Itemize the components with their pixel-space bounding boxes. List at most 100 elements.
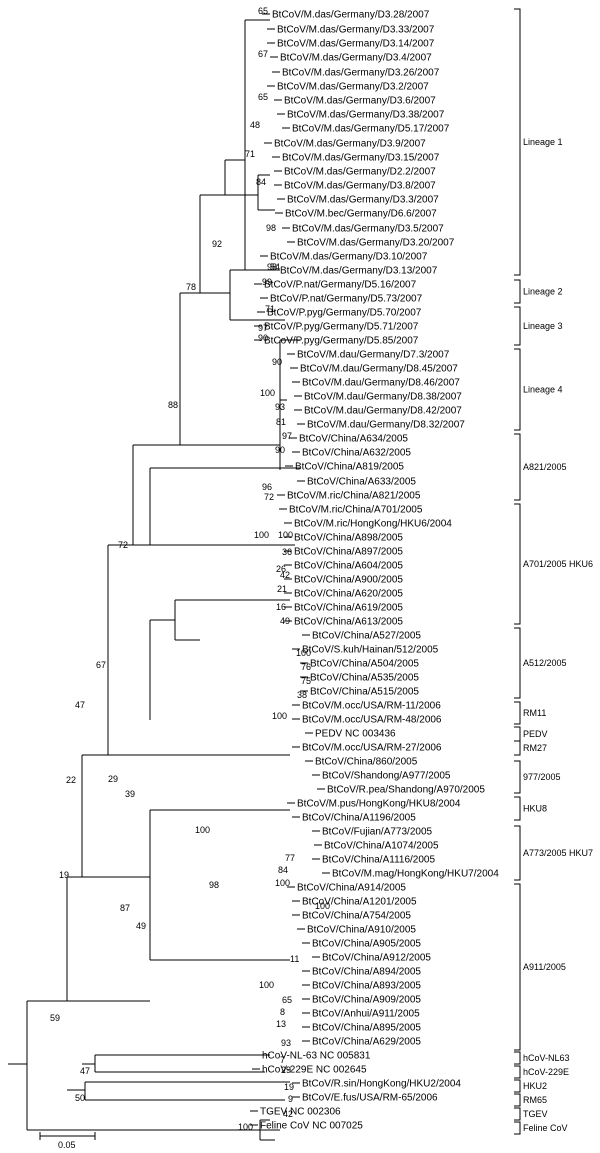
bootstrap-value: 72 — [118, 540, 128, 550]
clade-label: A701/2005 HKU6 — [523, 559, 593, 569]
bootstrap-value: 48 — [250, 120, 260, 130]
bootstrap-value: 100 — [296, 648, 311, 658]
leaf-label: BtCoV/M.dau/Germany/D8.46/2007 — [302, 378, 460, 389]
bootstrap-value: 97 — [258, 323, 268, 333]
bootstrap-labels: 6567654871849854989971979092788890100938… — [50, 6, 330, 1132]
clade-label: A512/2005 — [523, 658, 567, 668]
bootstrap-value: 22 — [66, 775, 76, 785]
bootstrap-value: 75 — [301, 676, 311, 686]
leaf-label: BtCoV/M.das/Germany/D3.4/2007 — [280, 53, 432, 64]
bootstrap-value: 29 — [108, 774, 118, 784]
clade-label: Lineage 1 — [523, 137, 563, 147]
bootstrap-value: 90 — [275, 445, 285, 455]
bootstrap-value: 42 — [283, 1109, 293, 1119]
bootstrap-value: 90 — [258, 333, 268, 343]
clade-label: A773/2005 HKU7 — [523, 848, 593, 858]
bootstrap-value: 47 — [80, 1066, 90, 1076]
bootstrap-value: 100 — [278, 530, 293, 540]
leaf-label: BtCoV/M.das/Germany/D3.2/2007 — [277, 82, 429, 93]
clade-label: Lineage 4 — [523, 385, 563, 395]
clade-label: hCoV-NL63 — [523, 1053, 570, 1063]
clade-label: Lineage 3 — [523, 321, 563, 331]
leaf-label: BtCoV/R.pea/Shandong/A970/2005 — [327, 785, 485, 796]
bootstrap-value: 99 — [262, 277, 272, 287]
leaf-label: BtCoV/M.das/Germany/D3.38/2007 — [287, 110, 445, 121]
bootstrap-value: 39 — [125, 789, 135, 799]
leaf-label: BtCoV/M.dau/Germany/D8.42/2007 — [304, 406, 462, 417]
leaf-label: BtCoV/M.occ/USA/RM-11/2006 — [302, 701, 441, 712]
bootstrap-value: 8 — [280, 1007, 285, 1017]
clade-label: A911/2005 — [523, 962, 566, 972]
bootstrap-value: 47 — [75, 700, 85, 710]
leaf-label: BtCoV/M.ric/China/A701/2005 — [289, 505, 423, 516]
leaf-label: BtCoV/M.dau/Germany/D8.45/2007 — [300, 364, 458, 375]
bootstrap-value: 19 — [59, 870, 69, 880]
leaf-label: BtCoV/M.pus/HongKong/HKU8/2004 — [297, 799, 461, 810]
bootstrap-value: 65 — [258, 92, 268, 102]
bootstrap-value: 19 — [284, 1082, 294, 1092]
leaf-label: BtCoV/China/A912/2005 — [322, 953, 431, 964]
leaf-label: BtCoV/China/A634/2005 — [299, 434, 408, 445]
bootstrap-value: 98 — [209, 880, 219, 890]
leaf-label: BtCoV/M.mag/HongKong/HKU7/2004 — [332, 869, 499, 880]
leaf-label: BtCoV/China/A1116/2005 — [322, 855, 435, 866]
bootstrap-value: 72 — [264, 492, 274, 502]
bootstrap-value: 71 — [245, 149, 255, 159]
leaf-label: BtCoV/M.das/Germany/D3.13/2007 — [280, 266, 438, 277]
clade-brackets — [514, 8, 521, 1135]
clade-label: RM27 — [523, 743, 547, 753]
clade-label: RM11 — [523, 708, 546, 718]
leaf-label: BtCoV/R.sin/HongKong/HKU2/2004 — [302, 1079, 461, 1090]
bootstrap-value: 13 — [276, 1019, 286, 1029]
leaf-label: TGEV NC 002306 — [260, 1107, 341, 1118]
leaf-label: BtCoV/China/A604/2005 — [294, 561, 403, 572]
leaf-label: BtCoV/China/A515/2005 — [310, 687, 419, 698]
leaf-label: BtCoV/P.nat/Germany/D5.73/2007 — [270, 294, 423, 305]
leaf-label: BtCoV/Fujian/A773/2005 — [322, 827, 433, 838]
leaf-label: BtCoV/China/A1074/2005 — [324, 841, 439, 852]
bootstrap-value: 26 — [276, 564, 286, 574]
leaf-label: BtCoV/China/A900/2005 — [294, 575, 403, 586]
bootstrap-value: 84 — [278, 865, 288, 875]
leaf-label: BtCoV/M.dau/Germany/D7.3/2007 — [297, 350, 450, 361]
leaf-label: BtCoV/China/A633/2005 — [307, 477, 416, 488]
bootstrap-value: 93 — [275, 402, 285, 412]
bootstrap-value: 100 — [260, 388, 275, 398]
leaf-label: BtCoV/M.dau/Germany/D8.32/2007 — [307, 420, 465, 431]
leaf-label: BtCoV/China/A527/2005 — [312, 631, 421, 642]
leaf-label: BtCoV/P.nat/Germany/D5.16/2007 — [264, 280, 417, 291]
leaf-label: BtCoV/M.das/Germany/D3.10/2007 — [270, 252, 428, 263]
bootstrap-value: 98 — [266, 223, 276, 233]
leaf-label: BtCoV/M.das/Germany/D3.8/2007 — [284, 181, 436, 192]
leaf-label: BtCoV/E.fus/USA/RM-65/2006 — [302, 1093, 438, 1104]
bootstrap-value: 7 — [280, 1055, 285, 1065]
bootstrap-value: 100 — [195, 825, 210, 835]
leaf-label: BtCoV/M.das/Germany/D3.15/2007 — [282, 153, 440, 164]
leaf-label: BtCoV/China/A905/2005 — [312, 939, 421, 950]
leaf-label: BtCoV/M.das/Germany/D3.14/2007 — [277, 39, 435, 50]
clade-label: HKU2 — [523, 1081, 547, 1091]
bootstrap-value: 76 — [301, 662, 311, 672]
bootstrap-value: 71 — [265, 304, 275, 314]
bootstrap-value: 92 — [212, 239, 222, 249]
leaf-label: BtCoV/China/A619/2005 — [294, 603, 403, 614]
leaf-label: BtCoV/China/A535/2005 — [310, 673, 419, 684]
bootstrap-value: 67 — [258, 49, 268, 59]
bootstrap-value: 90 — [272, 357, 282, 367]
scale-bar: 0.05 — [39, 1132, 96, 1150]
bootstrap-value: 59 — [50, 1013, 60, 1023]
leaf-label: BtCoV/China/A504/2005 — [310, 659, 419, 670]
leaf-label: BtCoV/China/A909/2005 — [312, 995, 421, 1006]
leaf-label: BtCoV/China/A613/2005 — [294, 617, 403, 628]
leaf-label: BtCoV/M.das/Germany/D3.6/2007 — [284, 96, 436, 107]
bootstrap-value: 100 — [275, 878, 290, 888]
leaf-label: BtCoV/M.das/Germany/D3.5/2007 — [292, 224, 444, 235]
leaf-label: BtCoV/China/A893/2005 — [312, 981, 421, 992]
leaf-label: BtCoV/M.das/Germany/D3.3/2007 — [287, 195, 439, 206]
bootstrap-value: 78 — [186, 282, 196, 292]
leaf-label: BtCoV/M.das/Germany/D3.33/2007 — [277, 25, 435, 36]
bootstrap-value: 9 — [288, 1094, 293, 1104]
leaf-label: BtCoV/M.das/Germany/D3.26/2007 — [282, 68, 440, 79]
bootstrap-value: 11 — [290, 954, 299, 964]
